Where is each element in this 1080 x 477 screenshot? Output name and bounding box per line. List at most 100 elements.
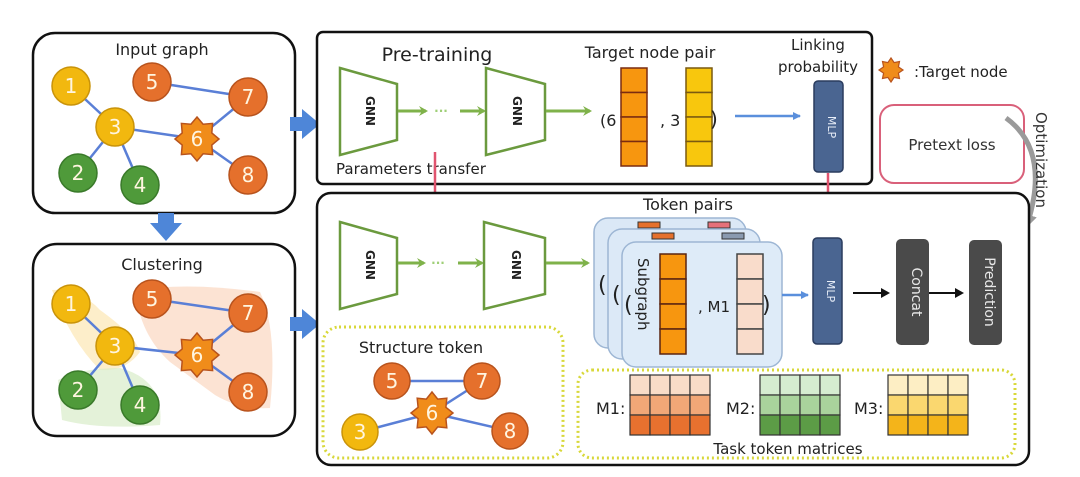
matrix-cell	[649, 374, 671, 396]
node-label: 8	[242, 380, 255, 404]
vector-cell	[659, 303, 687, 330]
node-label: 8	[504, 419, 517, 443]
matrix-cell	[927, 394, 949, 416]
graph-node-3: 3	[95, 326, 135, 366]
gnn-label: GNN	[363, 250, 377, 280]
graph-node-7: 7	[228, 77, 268, 117]
pretraining-panel: Pre-training GNN ··· GNN Parameters tran…	[315, 30, 874, 186]
matrix-cell	[947, 374, 969, 396]
pretext-loss-box: Pretext loss	[879, 104, 1025, 184]
right-arrow-finetune	[290, 309, 320, 339]
node-label: 3	[109, 115, 122, 139]
matrix-cell	[629, 414, 651, 436]
down-arrow	[150, 213, 182, 241]
gnn-label: GNN	[363, 96, 377, 126]
gnn-block-pretrain-1: GNN	[338, 66, 399, 157]
target-node-star-icon	[173, 115, 221, 163]
m1-embedding	[736, 253, 764, 355]
input-graph-title: Input graph	[115, 40, 208, 59]
mlp-label: MLP	[825, 116, 838, 139]
matrix-cell	[759, 394, 781, 416]
prediction-label: Prediction	[981, 257, 997, 327]
gnn-label: GNN	[509, 250, 523, 280]
paren-open: (	[624, 293, 633, 318]
structure-token-title: Structure token	[359, 338, 483, 357]
task-matrix-3: M3:	[854, 374, 969, 436]
node-circle	[58, 370, 98, 410]
node-circle	[51, 284, 91, 324]
gnn-block-finetune-2: GNN	[482, 220, 547, 311]
graph-node-1: 1	[51, 284, 91, 324]
vector-cell	[736, 328, 764, 355]
node-label: 8	[242, 163, 255, 187]
node-circle	[95, 107, 135, 147]
vector-cell	[736, 253, 764, 280]
vector-cell	[659, 253, 687, 280]
matrix-cell	[927, 374, 949, 396]
task-matrix-1: M1:	[596, 374, 711, 436]
node-label: 6	[191, 127, 204, 151]
matrix-cell	[779, 394, 801, 416]
node-circle	[373, 362, 411, 400]
vector-cell	[620, 91, 648, 118]
matrix-cell	[927, 414, 949, 436]
graph-node-8: 8	[228, 155, 268, 195]
matrix-cell	[689, 374, 711, 396]
node-label: 2	[72, 378, 85, 402]
matrix-cell	[759, 414, 781, 436]
node-3-embedding	[685, 67, 713, 167]
vector-cell	[685, 140, 713, 167]
parameters-transfer-label: Parameters transfer	[336, 160, 487, 178]
linking-title-2: probability	[778, 58, 858, 76]
subgraph-label: Subgraph	[634, 258, 652, 330]
matrix-cell	[819, 414, 841, 436]
matrix-cell	[649, 414, 671, 436]
m1-label: , M1	[698, 298, 730, 316]
node-label: 5	[146, 70, 159, 94]
pair-open: (6	[600, 111, 616, 130]
mlp-block-pretrain: MLP	[813, 80, 844, 173]
target-node-pair-title: Target node pair	[584, 43, 716, 62]
node-label: 1	[65, 292, 78, 316]
task-token-box: M1:M2:M3: Task token matrices	[576, 368, 1017, 460]
vector-cell	[659, 278, 687, 305]
ellipsis: ···	[434, 104, 448, 118]
node-circle	[120, 165, 160, 205]
task-matrix-2: M2:	[726, 374, 841, 436]
node-label: 5	[386, 369, 399, 393]
vector-cell	[736, 278, 764, 305]
right-arrow-pretrain	[290, 109, 320, 139]
matrix-cell	[947, 394, 969, 416]
matrix-cell	[887, 394, 909, 416]
matrix-cell	[669, 394, 691, 416]
vector-cell	[620, 67, 648, 94]
node-label: 1	[65, 74, 78, 98]
node-label: 4	[134, 173, 147, 197]
matrix-cell	[819, 374, 841, 396]
graph-node-8: 8	[491, 412, 529, 450]
matrix-cell	[629, 374, 651, 396]
optimization-label: Optimization	[1032, 112, 1050, 208]
target-node-star-icon	[877, 56, 905, 84]
matrix-cell	[907, 414, 929, 436]
matrix-cell	[779, 374, 801, 396]
matrix-cell	[689, 414, 711, 436]
node-circle	[120, 385, 160, 425]
token-pair-stack: ( ( ( Subgraph , M1 )	[593, 217, 783, 368]
node-circle	[95, 326, 135, 366]
pair-close: )	[710, 107, 718, 131]
matrix-cell	[759, 374, 781, 396]
task-token-matrices: M1:M2:M3:	[596, 374, 969, 436]
target-node-star-icon	[173, 331, 221, 379]
matrix-cell	[649, 394, 671, 416]
graph-node-6: 6	[409, 390, 455, 436]
concat-block: Concat	[896, 239, 929, 345]
node-circle	[228, 293, 268, 333]
subgraph-embedding	[659, 253, 687, 355]
matrix-cell	[669, 414, 691, 436]
pretext-loss-label: Pretext loss	[908, 136, 995, 154]
node-label: 3	[109, 334, 122, 358]
